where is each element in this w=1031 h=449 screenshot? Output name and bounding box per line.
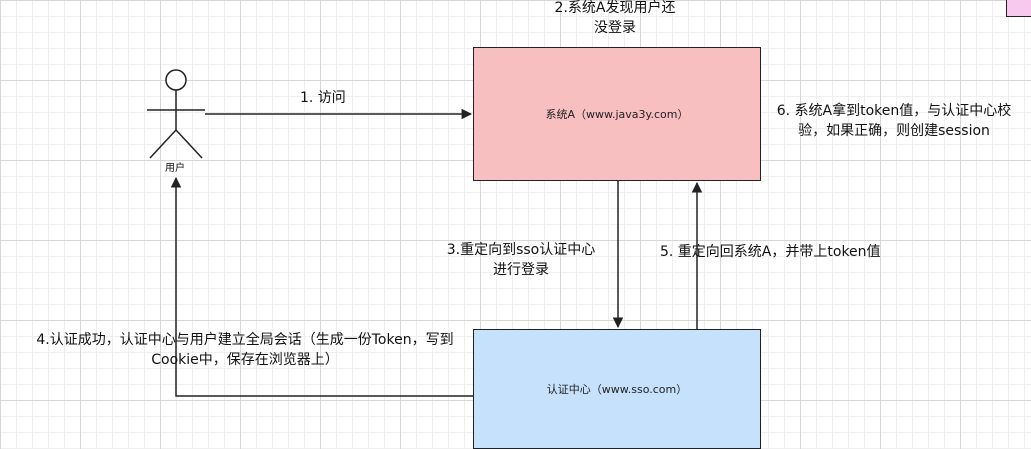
partial-node-corner [1006,0,1031,17]
edge-step6-label: 6. 系统A拿到token值，与认证中心校 验，如果正确，则创建session [776,103,1012,139]
edge-step4-label: 4.认证成功，认证中心与用户建立全局会话（生成一份Token，写到 Cookie… [36,332,454,368]
edge-step2-label: 2.系统A发现用户还 没登录 [554,0,676,36]
system-a-node-label: 系统A（www.java3y.com） [545,108,689,121]
sso-node-label: 认证中心（www.sso.com） [546,383,688,396]
system-a-node: 系统A（www.java3y.com） [473,47,761,181]
edge-step5-label: 5. 重定向回系统A，并带上token值 [660,244,881,260]
user-actor-icon [147,69,205,159]
connectors-layer [147,69,703,397]
edge-step3-label: 3.重定向到sso认证中心 进行登录 [446,242,596,278]
edge-step4-auth-success [170,176,473,397]
sso-node: 认证中心（www.sso.com） [473,329,761,449]
diagram-canvas: 用户 系统A（www.java3y.com） 认证中心（www.sso.com）… [36,0,1031,449]
edge-step1-label: 1. 访问 [300,90,346,106]
user-actor-label: 用户 [165,163,185,174]
